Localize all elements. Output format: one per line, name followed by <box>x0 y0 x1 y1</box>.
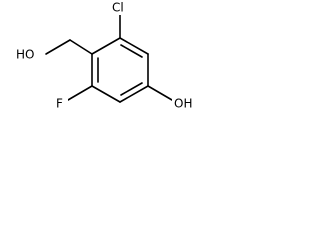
ring-bond-c3-c4 <box>119 85 149 103</box>
bond-f <box>67 85 93 101</box>
bond-oh <box>147 85 173 101</box>
bond-ch2 <box>69 39 93 55</box>
cl-label-bg <box>111 1 133 15</box>
ring-bond-c1-c2 <box>119 37 149 55</box>
f-label-bg <box>54 96 68 112</box>
bond-ch2-o <box>45 39 71 55</box>
ring-bond-c4-c5 <box>91 85 121 103</box>
double-bond-inner-c1-c2 <box>120 44 143 58</box>
phenol-oh-label: OH <box>174 97 192 111</box>
ring-bond-c6-c1 <box>91 37 121 55</box>
double-bond-inner-c3-c4 <box>120 82 143 96</box>
fluorine-label: F <box>56 97 63 111</box>
oh-label-bg <box>172 96 200 112</box>
hydroxymethyl-oxygen-label: HO <box>16 48 34 62</box>
chlorine-label: Cl <box>112 1 124 15</box>
structure-diagram: Cl HO F OH <box>14 1 200 112</box>
ho-label-bg <box>14 47 44 63</box>
